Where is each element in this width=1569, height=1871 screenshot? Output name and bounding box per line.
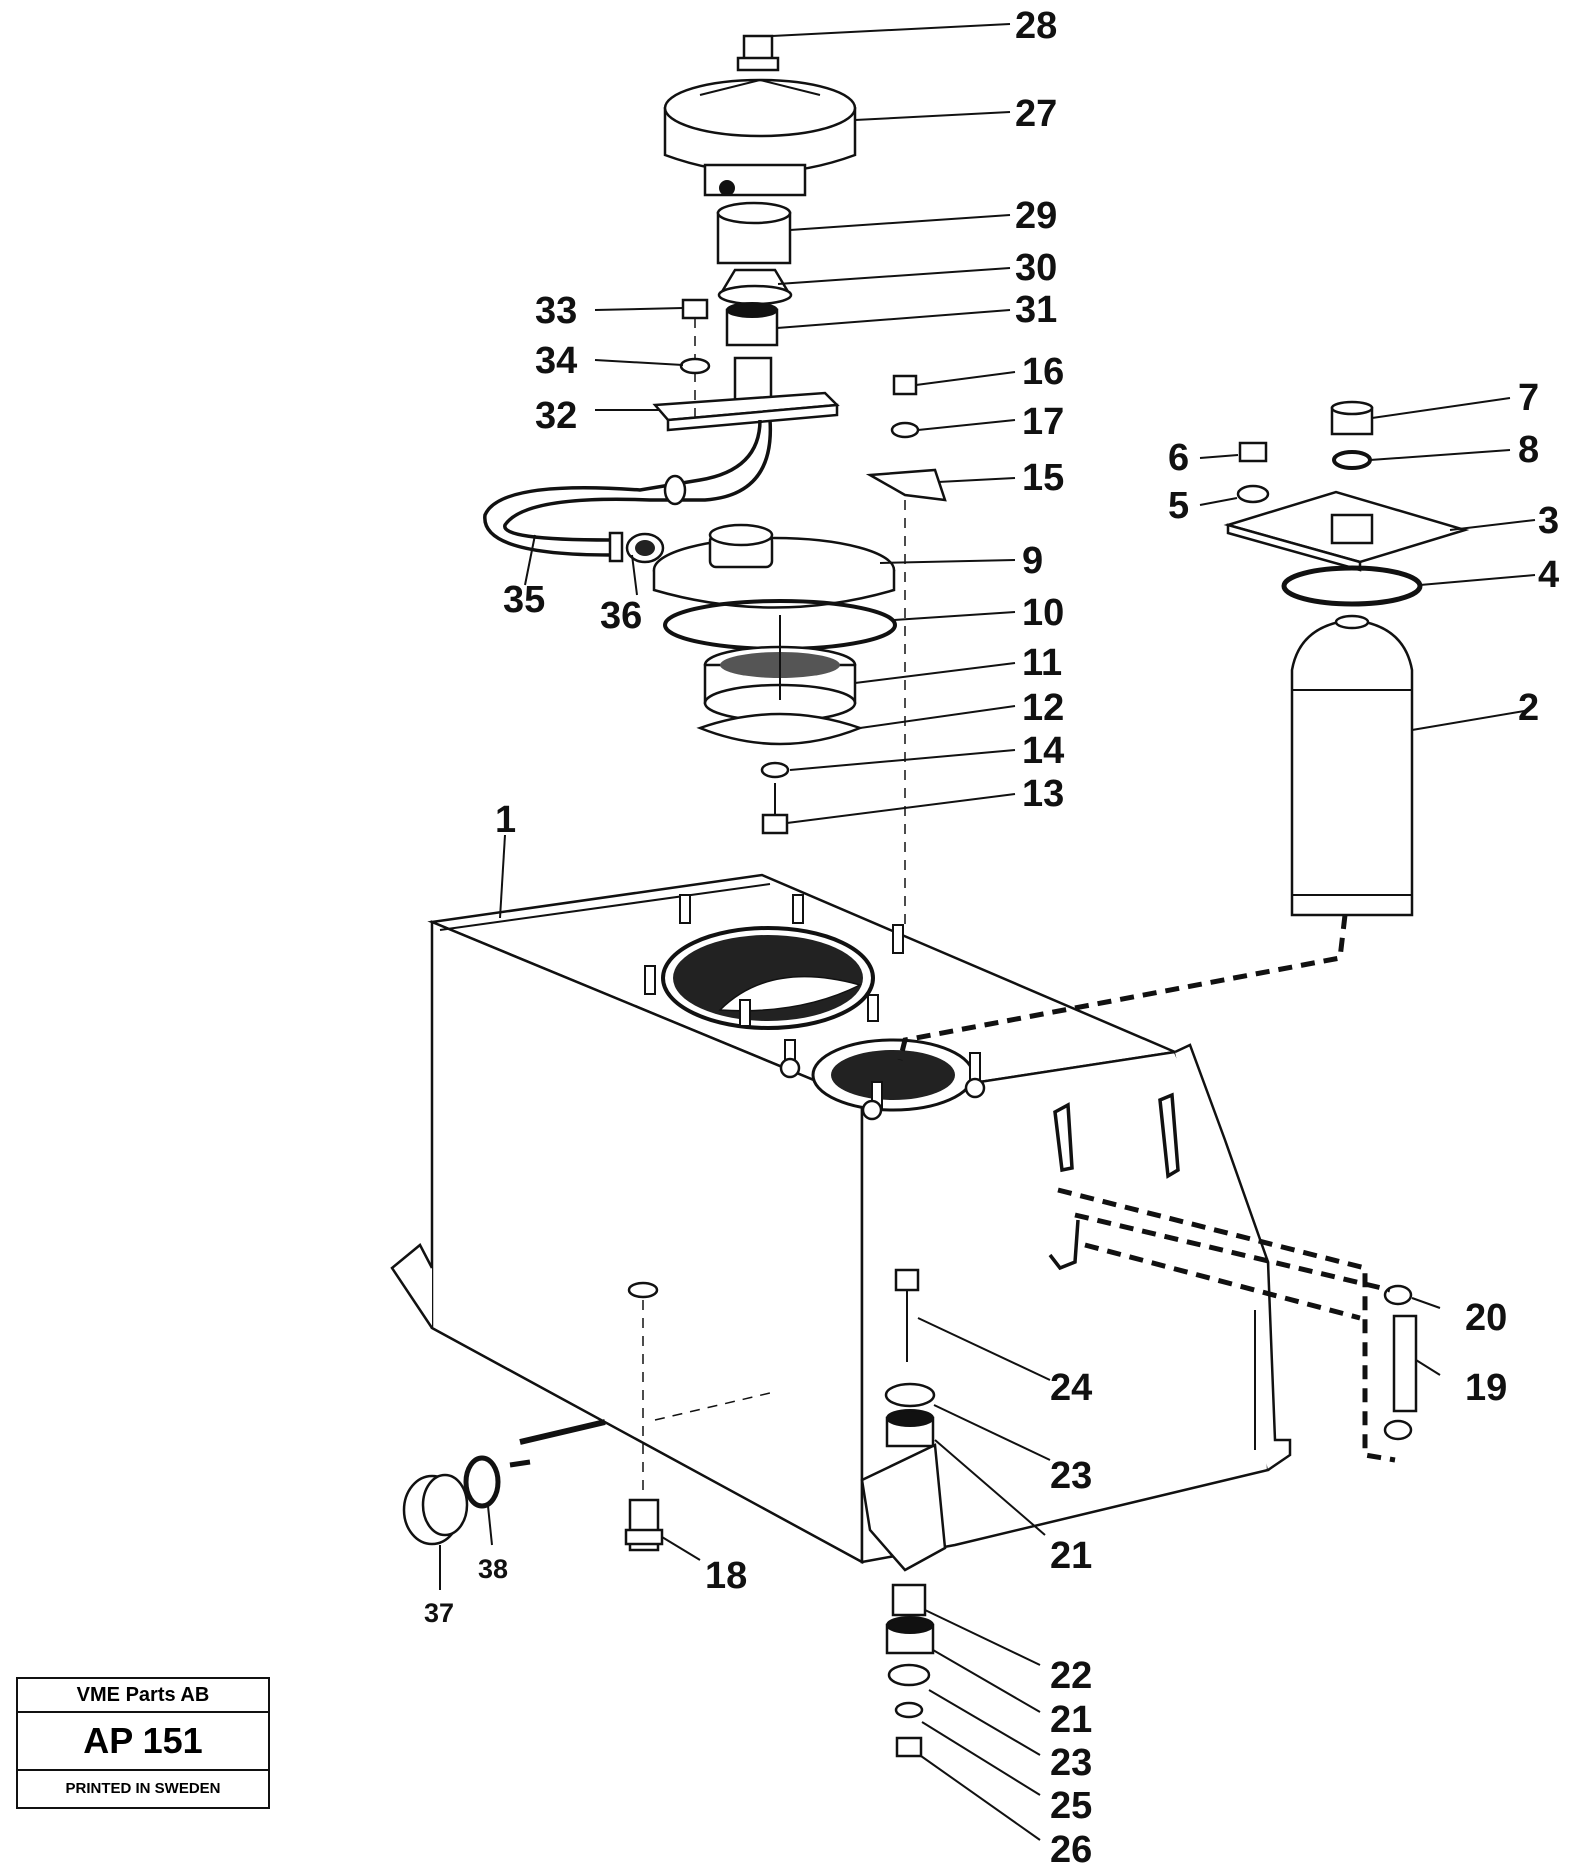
breather-filter (483, 34, 857, 564)
callout-23-bottom: 23 (1050, 1742, 1092, 1784)
title-block: VME Parts AB AP 151 PRINTED IN SWEDEN (16, 1677, 270, 1809)
callout-38: 38 (478, 1554, 508, 1584)
callout-15: 15 (1022, 457, 1064, 499)
callout-labels: 28 27 29 30 31 33 34 32 35 36 16 17 15 9… (424, 5, 1559, 1871)
callout-1: 1 (495, 799, 516, 841)
callout-27: 27 (1015, 93, 1057, 135)
callout-14: 14 (1022, 730, 1064, 772)
callout-3: 3 (1538, 500, 1559, 542)
drain-and-sensor (402, 1300, 771, 1552)
callout-31: 31 (1015, 289, 1057, 331)
callout-21-top: 21 (1050, 1535, 1092, 1577)
callout-33: 33 (535, 290, 577, 332)
callout-12: 12 (1022, 687, 1064, 729)
leader-lines (439, 23, 1536, 1841)
callout-19: 19 (1465, 1367, 1507, 1409)
company-name: VME Parts AB (18, 1679, 268, 1713)
callout-23-top: 23 (1050, 1455, 1092, 1497)
callout-11: 11 (1022, 642, 1062, 684)
callout-4: 4 (1538, 554, 1559, 596)
callout-7: 7 (1518, 377, 1539, 419)
callout-30: 30 (1015, 247, 1057, 289)
callout-32: 32 (535, 395, 577, 437)
callout-16: 16 (1022, 351, 1064, 393)
callout-5: 5 (1168, 485, 1189, 527)
diagram-code: AP 151 (18, 1713, 268, 1771)
callout-20: 20 (1465, 1297, 1507, 1339)
callout-28: 28 (1015, 5, 1057, 47)
callout-34: 34 (535, 340, 577, 382)
bracket-parts-15-17 (865, 374, 947, 930)
return-filter (652, 523, 897, 835)
callout-29: 29 (1015, 195, 1057, 237)
callout-36: 36 (600, 595, 642, 637)
callout-22: 22 (1050, 1655, 1092, 1697)
printed-note: PRINTED IN SWEDEN (65, 1780, 221, 1797)
callout-13: 13 (1022, 773, 1064, 815)
mounting-stack (884, 1268, 936, 1758)
callout-8: 8 (1518, 429, 1539, 471)
callout-6: 6 (1168, 437, 1189, 479)
callout-24: 24 (1050, 1367, 1092, 1409)
callout-17: 17 (1022, 401, 1064, 443)
callout-18: 18 (705, 1555, 747, 1597)
callout-35: 35 (503, 579, 545, 621)
callout-26: 26 (1050, 1829, 1092, 1871)
callout-25: 25 (1050, 1785, 1092, 1827)
hydraulic-tank (390, 873, 1292, 1572)
callout-10: 10 (1022, 592, 1064, 634)
callout-2: 2 (1518, 687, 1539, 729)
callout-37: 37 (424, 1598, 454, 1628)
callout-9: 9 (1022, 540, 1043, 582)
level-tube (1057, 1187, 1418, 1463)
callout-21-bottom: 21 (1050, 1699, 1092, 1741)
